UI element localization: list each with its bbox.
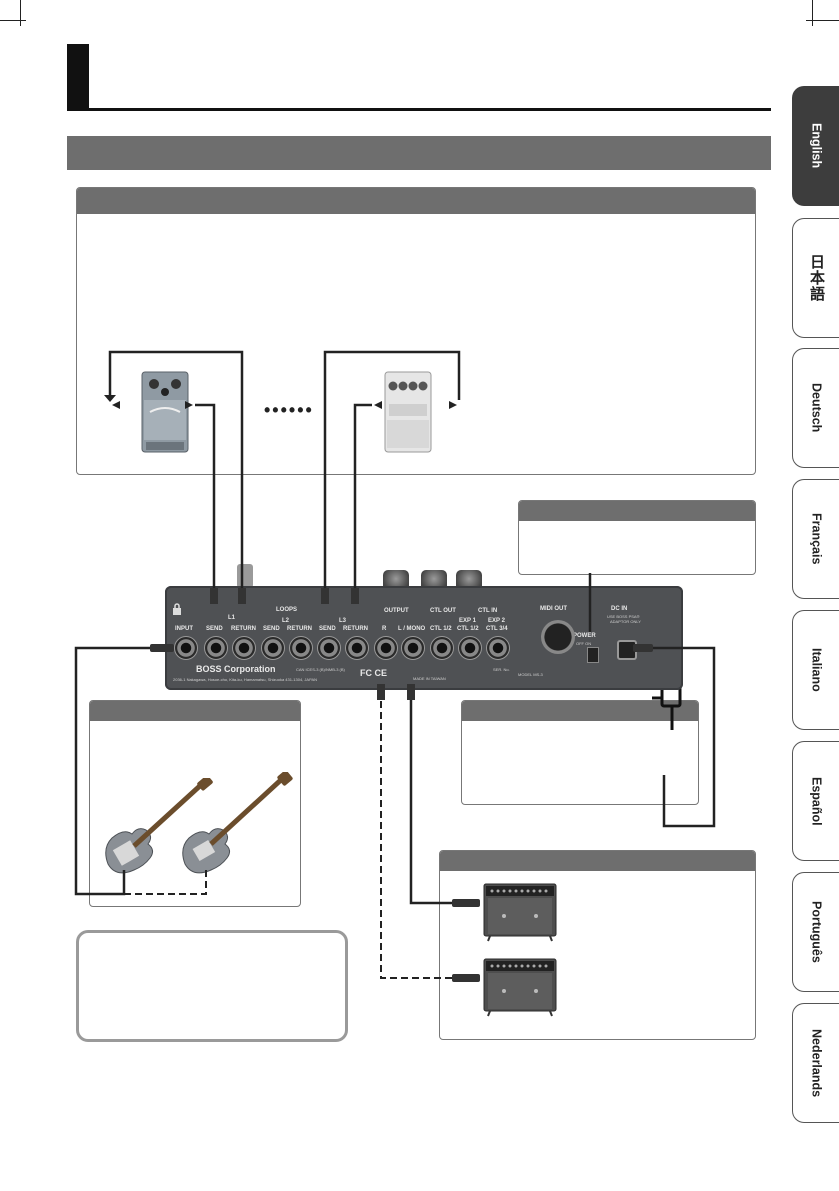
lock-icon	[172, 602, 182, 615]
crop-mark-tl-h	[0, 20, 26, 21]
output-r-jack[interactable]	[374, 636, 398, 660]
effects-box	[76, 187, 756, 475]
l2-label: L2	[282, 618, 290, 624]
model-label: MODEL MS-3	[518, 672, 543, 677]
power-box	[518, 500, 756, 575]
midi-out-jack[interactable]	[541, 620, 575, 654]
l2-return-label: RETURN	[287, 626, 312, 632]
ctl-in-3-4-label: CTL 3/4	[486, 626, 508, 632]
guitar-box-header	[90, 701, 300, 721]
l1-send-label: SEND	[206, 626, 223, 632]
power-label: POWER	[573, 633, 596, 639]
bass-guitar	[175, 770, 293, 878]
input-label: INPUT	[175, 626, 193, 632]
ctl-in-1-2-label: CTL 1/2	[457, 626, 479, 632]
chapter-title-block	[67, 44, 89, 111]
output-r-label: R	[382, 626, 387, 632]
l3-send-label: SEND	[319, 626, 336, 632]
chapter-title-rule	[67, 108, 771, 111]
output-label: OUTPUT	[384, 608, 409, 614]
ctl-in-exp2-jack[interactable]	[486, 636, 510, 660]
guitar-amp-1	[482, 882, 558, 942]
l3-return-jack[interactable]	[345, 636, 369, 660]
exp1-label: EXP 1	[459, 618, 476, 624]
ctl-out-label: CTL OUT	[430, 608, 456, 614]
tab-deutsch[interactable]: Deutsch	[792, 348, 839, 468]
guitar-amp-2	[482, 957, 558, 1017]
l3-label: L3	[339, 618, 347, 624]
ctl-in-label: CTL IN	[478, 608, 498, 614]
section-header-bar	[67, 136, 771, 170]
fc-ce-marks: FC CE	[360, 668, 387, 678]
power-switch[interactable]	[587, 647, 599, 663]
midi-out-label: MIDI OUT	[540, 606, 567, 612]
overdrive-pedal	[140, 370, 190, 456]
l1-label: L1	[228, 615, 236, 621]
l1-return-label: RETURN	[231, 626, 256, 632]
power-box-header	[519, 501, 755, 521]
tab-nederlands[interactable]: Nederlands	[792, 1003, 839, 1123]
ser-label: SER. No.	[493, 667, 510, 672]
crop-mark-tr	[812, 0, 813, 26]
l2-send-label: SEND	[263, 626, 280, 632]
amp-box-header	[440, 851, 755, 871]
delay-pedal	[383, 370, 433, 456]
made-in-label: MADE IN TAIWAN	[413, 676, 446, 681]
ctl-out-jack-label: CTL 1/2	[430, 626, 452, 632]
tab-portugues[interactable]: Português	[792, 872, 839, 992]
tab-espanol[interactable]: Español	[792, 741, 839, 861]
l2-return-jack[interactable]	[289, 636, 313, 660]
tab-italiano[interactable]: Italiano	[792, 610, 839, 730]
output-l-mono-jack[interactable]	[401, 636, 425, 660]
address-label: 2036-1 Nakagawa, Hosoe-cho, Kita-ku, Ham…	[173, 677, 318, 682]
l3-return-label: RETURN	[343, 626, 368, 632]
loops-label: LOOPS	[276, 607, 298, 613]
crop-mark-tl	[20, 0, 21, 26]
can-label: CAN ICES-3 (B)/NMB-3 (B)	[296, 667, 345, 672]
ellipsis-dots: ••••••	[264, 400, 314, 420]
power-off-on-label: OFF ON	[576, 641, 592, 646]
crop-mark-tr-h	[806, 20, 839, 21]
l3-send-jack[interactable]	[317, 636, 341, 660]
dc-in-label: DC IN	[611, 606, 628, 612]
electric-guitar	[98, 775, 216, 878]
l1-send-jack[interactable]	[204, 636, 228, 660]
ctl-out-jack[interactable]	[430, 636, 454, 660]
l1-return-jack[interactable]	[232, 636, 256, 660]
effects-box-header	[77, 188, 755, 214]
dc-note-2: ADAPTOR ONLY	[610, 619, 641, 624]
adaptor-box-header	[462, 701, 698, 721]
note-box	[76, 930, 348, 1042]
exp2-label: EXP 2	[488, 618, 505, 624]
input-jack[interactable]	[174, 636, 198, 660]
dc-note: USE BOSS PSA®	[607, 614, 640, 619]
adaptor-box	[461, 700, 699, 805]
output-l-mono-label: L / MONO	[398, 626, 426, 632]
l2-send-jack[interactable]	[261, 636, 285, 660]
tab-japanese[interactable]: 日本語	[792, 218, 839, 338]
brand-label: BOSS Corporation	[196, 664, 276, 674]
ctl-in-exp1-jack[interactable]	[458, 636, 482, 660]
tab-english[interactable]: English	[792, 86, 839, 206]
tab-francais[interactable]: Français	[792, 479, 839, 599]
